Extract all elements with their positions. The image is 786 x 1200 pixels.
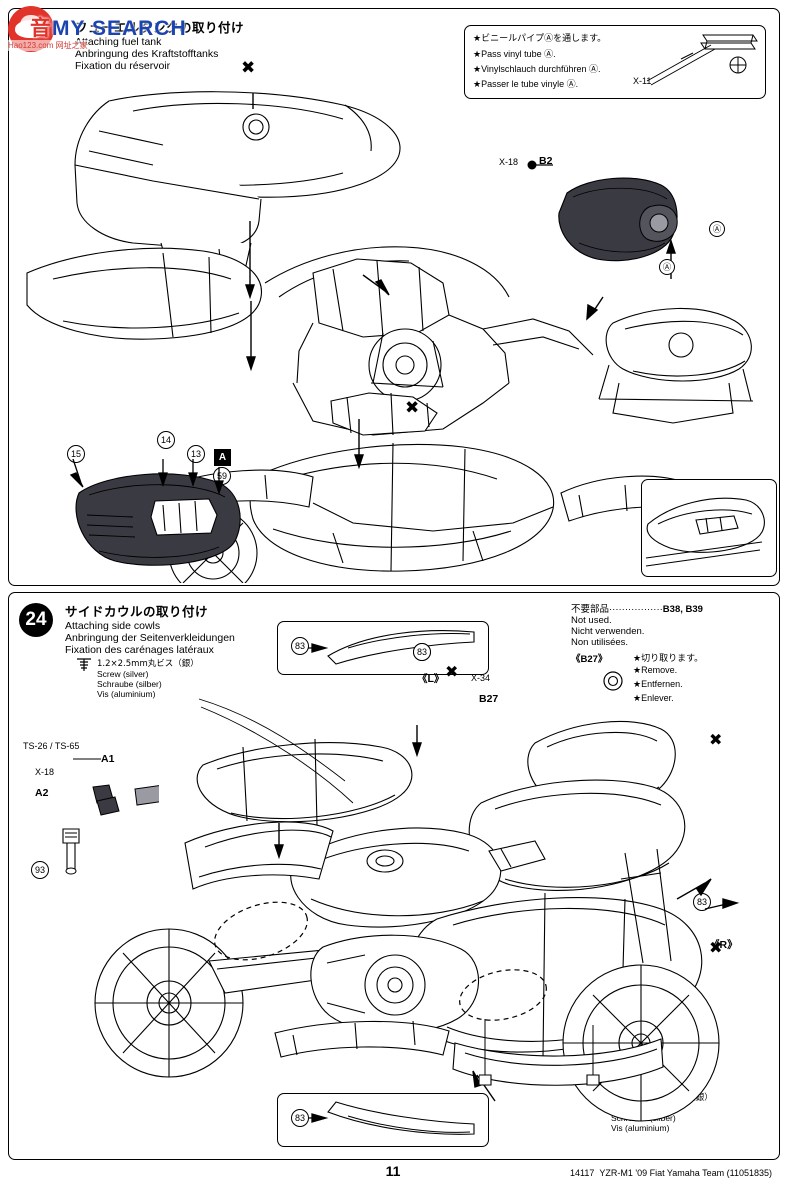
b27-note-fr: ★Enlever. (633, 693, 674, 703)
label-part-b2: B2 (539, 155, 553, 167)
watermark-text: 音MY SEARCH (30, 12, 187, 42)
unused-parts-note: 不要部品·················B38, B39 Not used. … (571, 601, 703, 648)
detail-inset-drawing (645, 497, 765, 567)
b27-note-jp: ★切り取ります。 (633, 654, 704, 664)
label-x18-b2: X-18 (499, 157, 519, 167)
step-23-title-group: フューエルタンクの取り付け Attaching fuel tank Anbrin… (75, 17, 244, 72)
step-23-illustration (26, 91, 754, 583)
callout-line-fr: ★Passer le tube vinyle Ⓐ. (473, 79, 579, 89)
screw-top-en: Screw (silver) (97, 669, 149, 679)
step-23-title-de: Anbringung des Kraftstofftanks (75, 48, 219, 60)
step-24-illustration (94, 720, 740, 1122)
part-83-top-drawing (298, 630, 475, 665)
unused-label-jp: 不要部品 (571, 604, 610, 615)
step-23-title-fr: Fixation du réservoir (75, 60, 171, 72)
part-number-15: 15 (67, 445, 85, 463)
footer-kit-code: 14117 (569, 1168, 595, 1178)
step-24-panel: 24 サイドカウルの取り付け Attaching side cowls Anbr… (8, 592, 780, 1160)
label-x34: X-34 (471, 673, 491, 683)
step-23-panel: フューエルタンクの取り付け Attaching fuel tank Anbrin… (8, 8, 780, 586)
screw-leader-bottom (479, 1019, 600, 1086)
part-b2-shape (558, 177, 678, 262)
page-number: 11 (385, 1163, 401, 1179)
label-mark-R: 《R》 (709, 939, 738, 951)
watermark-text-en: MY SEARCH (52, 17, 187, 40)
screw-spec-top: 1.2×2.5mm丸ビス（銀） Screw (silver) Schraube … (97, 657, 199, 699)
circle-label-a-1: Ⓐ (709, 221, 725, 237)
callout-line-jp: ★ビニールパイプⒶを通します。 (473, 34, 607, 44)
no-cement-mark-5: ✖ (709, 940, 723, 957)
step-24-number: 24 (19, 603, 53, 637)
b27-remove-note: 《B27》 ★切り取ります。 ★Remove. ★Entfernen. ★Enl… (571, 651, 703, 703)
screw-bottom-fr: Vis (aluminium) (611, 1123, 670, 1133)
part-number-93: 93 (31, 861, 49, 879)
watermark-subtext: Hao123.com 网址之家 (8, 40, 88, 51)
part-marker-a: A (214, 449, 231, 466)
b27-note-en: ★Remove. (633, 665, 678, 675)
small-parts-group (62, 758, 159, 875)
no-cement-mark-2: ✖ (405, 398, 420, 417)
screw-icon-top (77, 658, 91, 671)
watermark-text-jp: 音 (30, 17, 52, 40)
step-23-detail-inset (641, 479, 777, 577)
step-23-title-en: Attaching fuel tank (75, 36, 162, 48)
x18-b2-connector (527, 160, 553, 170)
label-b27: B27 (479, 693, 499, 705)
step-24-title-de: Anbringung der Seitenverkleidungen (65, 632, 235, 644)
unused-parts: B38, B39 (662, 604, 703, 615)
label-part-a1: A1 (101, 753, 115, 765)
unused-dots: ················· (609, 604, 663, 615)
no-cement-mark-3: ✖ (445, 664, 459, 681)
part-number-83-a: 83 (291, 637, 309, 655)
step-24-title-jp: サイドカウルの取り付け (65, 604, 209, 619)
vinyl-tube-diagram (646, 34, 758, 86)
screw-top-fr: Vis (aluminium) (97, 689, 156, 699)
callout-line-en: ★Pass vinyl tube Ⓐ. (473, 49, 556, 59)
no-cement-mark-4: ✖ (709, 732, 723, 749)
footer-kit-info: 14117 YZR-M1 '09 Fiat Yamaha Team (11051… (570, 1168, 772, 1178)
vinyl-tube-callout: ★ビニールパイプⒶを通します。 ★Pass vinyl tube Ⓐ. ★Vin… (464, 25, 766, 99)
part-number-83-e: 83 (291, 1109, 309, 1127)
part-number-14: 14 (157, 431, 175, 449)
screw-top-jp: 1.2×2.5mm丸ビス（銀） (97, 659, 199, 669)
circle-label-a-2: Ⓐ (659, 259, 675, 275)
label-part-a2: A2 (35, 787, 49, 799)
part-number-83-d: 83 (413, 643, 431, 661)
part-number-13: 13 (187, 445, 205, 463)
footer-kit-title: YZR-M1 '09 Fiat Yamaha Team (11051835) (599, 1168, 772, 1178)
label-mark-L: 《L》 (417, 673, 445, 685)
label-x18-a2: X-18 (35, 767, 55, 777)
step-24-title-fr: Fixation des carénages latéraux (65, 644, 214, 656)
screw-top-de: Schraube (silber) (97, 679, 162, 689)
unused-label-de: Nicht verwenden. (571, 626, 645, 637)
unused-label-fr: Non utilisées. (571, 637, 629, 648)
callout-line-de: ★Vinylschlauch durchführen Ⓐ. (473, 64, 601, 74)
part-83-inset-top (277, 621, 489, 675)
step-24-title-group: サイドカウルの取り付け Attaching side cowls Anbring… (65, 601, 235, 656)
part-83-inset-bottom (277, 1093, 489, 1147)
b27-ring-part (603, 671, 623, 691)
watermark: 音MY SEARCH Hao123.com 网址之家 (8, 6, 186, 52)
step-24-title-en: Attaching side cowls (65, 620, 161, 632)
step-23-title-jp: フューエルタンクの取り付け (75, 20, 245, 35)
label-ts-paints: TS-26 / TS-65 (23, 741, 80, 751)
unused-label-en: Not used. (571, 615, 612, 626)
b27-note-de: ★Entfernen. (633, 679, 683, 689)
b27-note-head: 《B27》 (571, 654, 608, 665)
callout-part-x11: X-11 (633, 76, 652, 86)
exploded-subassembly-left (69, 459, 241, 566)
no-cement-mark-1: ✖ (241, 58, 256, 77)
